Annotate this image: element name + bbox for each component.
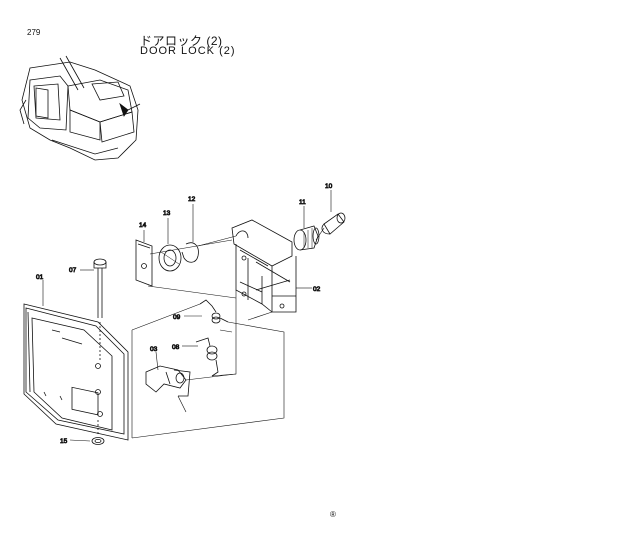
part-03-latch xyxy=(145,365,191,397)
part-01-cover-plate xyxy=(23,303,129,441)
callout-10: 10 xyxy=(325,183,333,190)
part-10-key-cylinder xyxy=(321,212,346,235)
callout-09: 09 xyxy=(173,314,181,321)
page-number: 279 xyxy=(27,28,41,37)
callout-01: 01 xyxy=(36,274,44,281)
part-08-torsion-spring xyxy=(195,337,219,377)
callout-12: 12 xyxy=(188,196,196,203)
callout-15: 15 xyxy=(60,438,68,445)
callout-14: 14 xyxy=(139,222,147,229)
callout-08: 08 xyxy=(172,344,180,351)
part-09-spring xyxy=(199,299,229,324)
part-14-plate xyxy=(135,239,153,287)
callout-11: 11 xyxy=(299,199,306,206)
title-english: DOOR LOCK (2) xyxy=(140,45,236,57)
part-07-bolt xyxy=(93,258,107,360)
callout-leaders xyxy=(42,190,332,442)
excavator-overview-icon xyxy=(19,55,141,161)
callout-13: 13 xyxy=(163,210,171,217)
title-japanese: ドアロック (2) xyxy=(140,34,223,48)
footer-mark: ® xyxy=(330,510,336,519)
callout-07: 07 xyxy=(69,267,77,274)
callout-03: 03 xyxy=(150,346,158,353)
part-15-washer xyxy=(91,420,105,445)
part-13-seal-ring xyxy=(158,244,182,272)
callout-02: 02 xyxy=(313,286,321,293)
part-12-snap-ring xyxy=(181,242,199,263)
part-11-cylinder xyxy=(293,225,320,251)
assembly-guide-lines xyxy=(131,227,325,439)
part-02-lock-bracket xyxy=(231,219,297,313)
